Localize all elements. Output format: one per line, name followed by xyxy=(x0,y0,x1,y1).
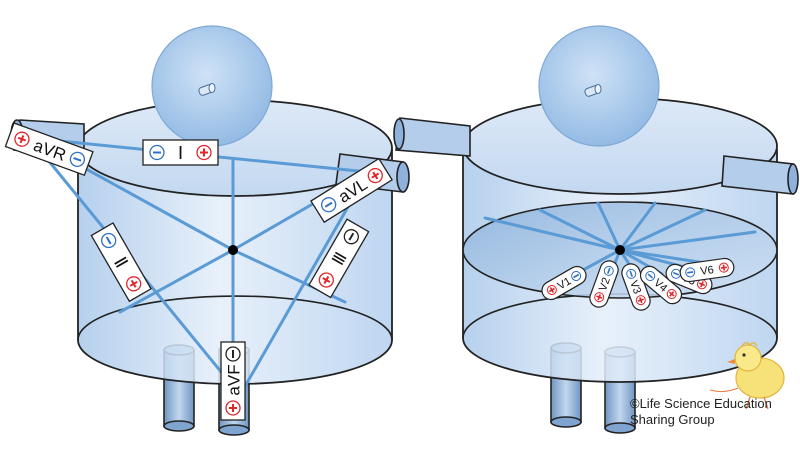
chick-mascot-icon xyxy=(709,342,785,410)
svg-text:aVF: aVF xyxy=(225,364,244,395)
lead-II-label: Ⅱ xyxy=(90,222,152,303)
left-figure-limb-leads: Ⅰ aVR aVL Ⅱ xyxy=(4,25,410,436)
neck-stub xyxy=(198,83,216,96)
left-arm-2 xyxy=(721,155,799,195)
lead-aVF-label: aVF xyxy=(220,341,246,421)
lead-I-label: Ⅰ xyxy=(142,139,219,166)
credit-line-2: Sharing Group xyxy=(630,412,715,427)
lead-V3-label: V3 xyxy=(621,263,651,311)
svg-text:V3: V3 xyxy=(627,279,643,296)
svg-text:Ⅰ: Ⅰ xyxy=(178,143,183,163)
torso-bottom-rim xyxy=(77,295,393,341)
head xyxy=(151,25,273,147)
lead-V1-label: V1 xyxy=(541,265,587,301)
chest-lead-lines xyxy=(483,201,757,280)
copyright-credit: ©Life Science Education Sharing Group xyxy=(630,396,772,428)
heart-center-dot-2 xyxy=(615,245,625,255)
right-arm-2 xyxy=(393,117,471,157)
lead-III-label: Ⅲ xyxy=(308,218,370,299)
svg-text:V1: V1 xyxy=(556,275,574,292)
svg-text:V2: V2 xyxy=(597,276,613,293)
neck-stub-2 xyxy=(584,84,602,97)
lead-V2-label: V2 xyxy=(589,260,619,308)
lead-V4-label: V4 xyxy=(639,265,683,305)
right-figure-chest-leads: V1 V2 V3 V4 xyxy=(393,25,799,434)
credit-line-1: ©Life Science Education xyxy=(630,396,772,411)
head-2 xyxy=(538,25,660,147)
svg-text:V6: V6 xyxy=(700,264,715,278)
lead-V6-label: V6 xyxy=(679,257,735,283)
heart-center-dot xyxy=(228,245,238,255)
